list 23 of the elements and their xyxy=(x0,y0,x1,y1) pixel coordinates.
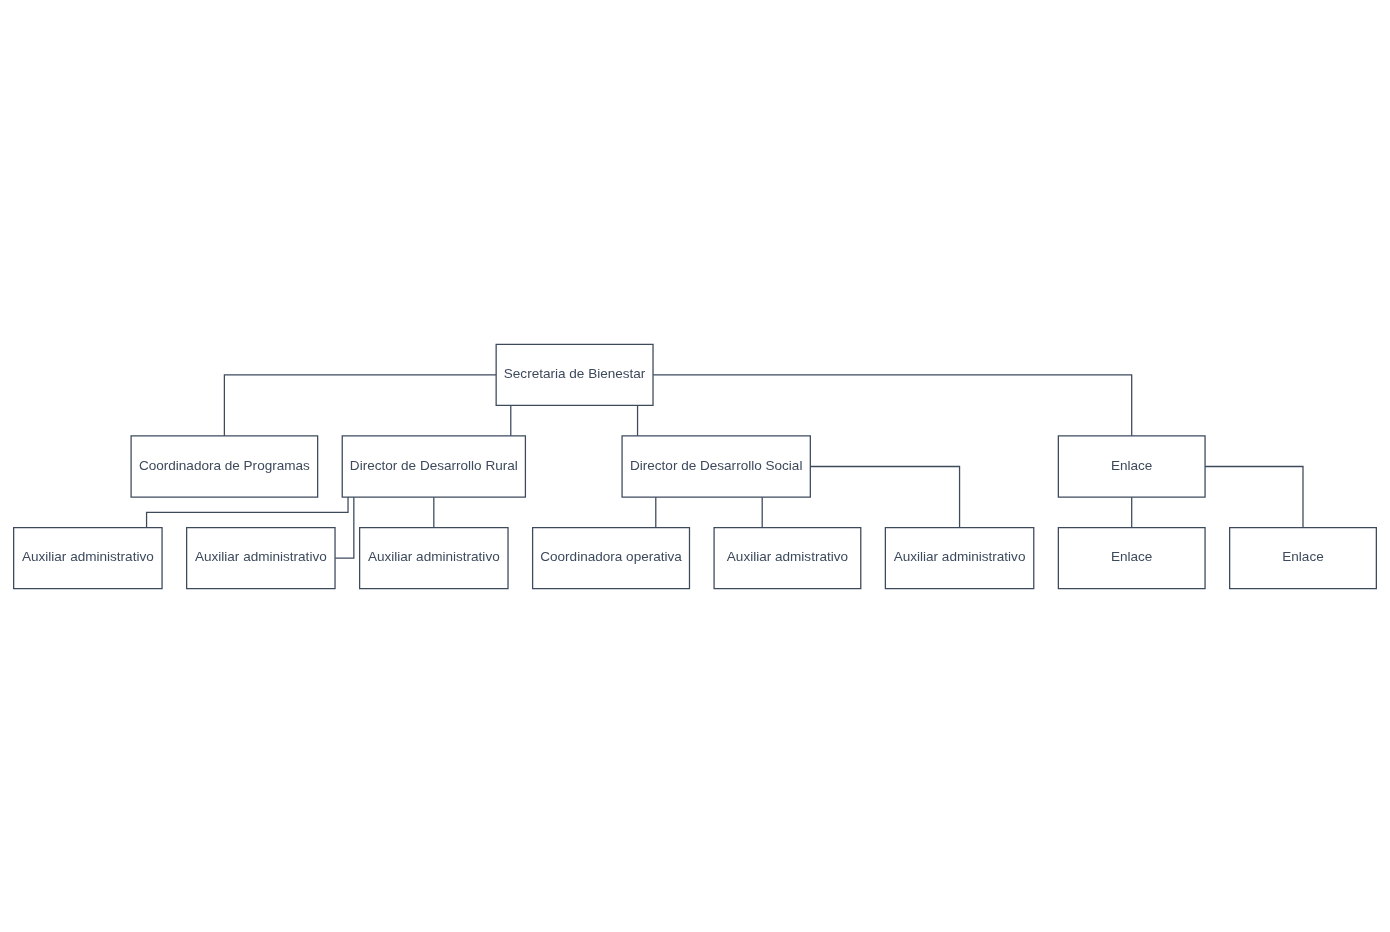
connector xyxy=(761,496,763,528)
connector xyxy=(810,465,961,528)
node-box: Auxiliar administrativo xyxy=(186,526,336,589)
node-box: Director de Desarrollo Rural xyxy=(341,434,527,498)
connector xyxy=(433,496,435,528)
node-box: Auxiliar administrativo xyxy=(13,526,163,589)
connector xyxy=(652,373,1133,436)
connector xyxy=(510,404,512,436)
connector xyxy=(223,373,497,436)
connector xyxy=(636,404,639,436)
node-box: Auxiliar administrativo xyxy=(884,526,1035,589)
connector xyxy=(1131,496,1133,528)
node-box: Enlace xyxy=(1057,526,1206,589)
node-box: Coordinadora de Programas xyxy=(130,434,319,498)
node-box: Enlace xyxy=(1057,434,1206,498)
connector xyxy=(1204,465,1304,528)
connector xyxy=(655,496,657,528)
node-box: Coordinadora operativa xyxy=(531,526,691,589)
node-box: Auxiliar administrativo xyxy=(359,526,509,589)
node-box: Secretaria de Bienestar xyxy=(495,343,654,406)
node-box: Director de Desarrollo Social xyxy=(621,434,811,498)
node-box: Auxiliar admistrativo xyxy=(713,526,862,589)
node-box: Enlace xyxy=(1229,526,1377,589)
